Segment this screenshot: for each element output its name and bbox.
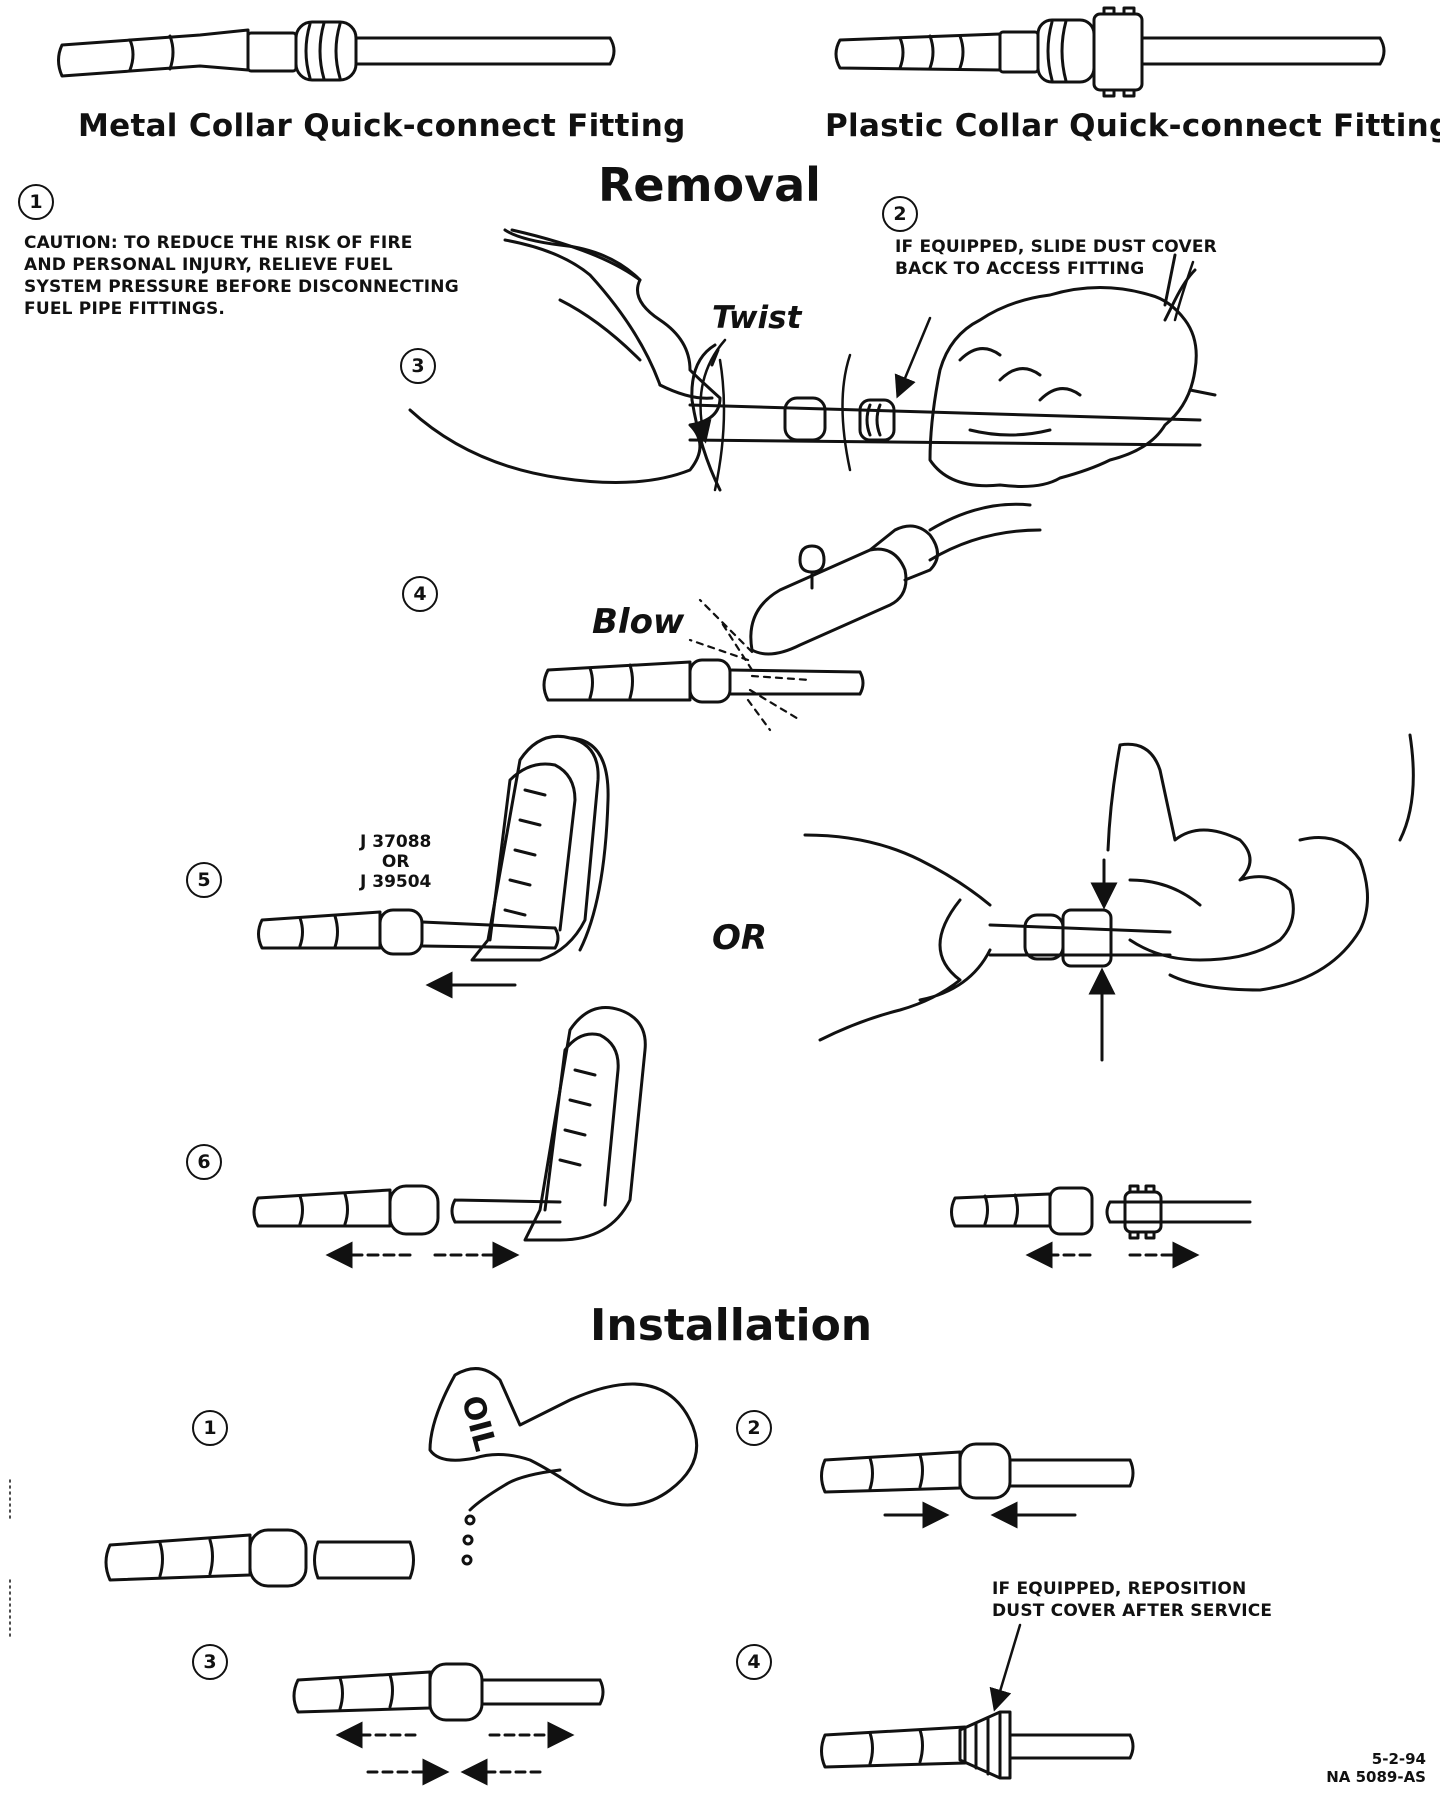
removal-step-6-number: 6	[186, 1144, 222, 1180]
dust-cover-note-line: IF EQUIPPED, SLIDE DUST COVER	[895, 237, 1217, 257]
reposition-note: IF EQUIPPED, REPOSITION DUST COVER AFTER…	[992, 1578, 1272, 1622]
removal-step-1-number: 1	[18, 184, 54, 220]
separated-metal-fitting-illustration	[252, 1006, 647, 1242]
dust-cover-note-line: BACK TO ACCESS FITTING	[895, 259, 1145, 279]
install-step-1-number: 1	[192, 1410, 228, 1446]
tool-number-label: J 37088 OR J 39504	[360, 832, 431, 892]
dust-cover-leader-2	[1173, 260, 1195, 322]
install-step-4-number: 4	[736, 1644, 772, 1680]
caution-note: CAUTION: TO REDUCE THE RISK OF FIRE AND …	[24, 232, 459, 320]
removal-step-2-number: 2	[882, 196, 918, 232]
twist-arrow	[689, 338, 727, 444]
twist-hands-illustration	[408, 228, 1217, 492]
caution-line: SYSTEM PRESSURE BEFORE DISCONNECTING	[24, 277, 459, 297]
plastic-collar-hands-illustration	[803, 733, 1415, 1042]
removal-step-3-number: 3	[400, 348, 436, 384]
install-pull-test-illustration	[292, 1662, 605, 1722]
blow-gun-illustration	[542, 502, 1042, 704]
figure-code: NA 5089-AS	[1326, 1768, 1426, 1786]
caution-line: FUEL PIPE FITTINGS.	[24, 299, 226, 319]
separated-plastic-fitting-illustration	[950, 1184, 1252, 1240]
or-label: OR	[712, 918, 768, 958]
blow-label: Blow	[592, 602, 685, 642]
install-test-arrows	[335, 1721, 575, 1786]
plastic-collar-caption: Plastic Collar Quick-connect Fitting	[825, 108, 1440, 144]
tool-j37088-illustration	[257, 734, 610, 962]
metal-collar-caption: Metal Collar Quick-connect Fitting	[78, 108, 686, 144]
caution-line: CAUTION: TO REDUCE THE RISK OF FIRE	[24, 233, 413, 253]
removal-step-5-number: 5	[186, 862, 222, 898]
reposition-note-line: DUST COVER AFTER SERVICE	[992, 1601, 1273, 1621]
metal-collar-fitting-illustration	[57, 20, 616, 82]
installation-heading: Installation	[590, 1300, 873, 1351]
figure-footer: 5-2-94 NA 5089-AS	[1326, 1750, 1426, 1786]
removal-step-4-number: 4	[402, 576, 438, 612]
plastic-collar-fitting-illustration	[834, 6, 1386, 98]
tool-number-line: OR	[381, 852, 410, 872]
install-push-fitting-illustration	[820, 1442, 1135, 1500]
tool-number-line: J 37088	[360, 832, 432, 852]
install-step-3-number: 3	[192, 1644, 228, 1680]
reposition-leader	[989, 1623, 1022, 1712]
reposition-note-line: IF EQUIPPED, REPOSITION	[992, 1579, 1247, 1599]
oil-can-illustration	[104, 1367, 699, 1588]
dust-cover-leader	[894, 316, 932, 399]
twist-label: Twist	[712, 300, 802, 336]
figure-date: 5-2-94	[1371, 1750, 1426, 1768]
caution-line: AND PERSONAL INJURY, RELIEVE FUEL	[24, 255, 393, 275]
removal-heading: Removal	[598, 158, 821, 212]
tool-number-line: J 39504	[360, 872, 432, 892]
install-step-2-number: 2	[736, 1410, 772, 1446]
dust-cover-note: IF EQUIPPED, SLIDE DUST COVER BACK TO AC…	[895, 236, 1217, 280]
dust-cover-repositioned-illustration	[820, 1710, 1135, 1780]
blow-air-lines	[688, 598, 812, 732]
